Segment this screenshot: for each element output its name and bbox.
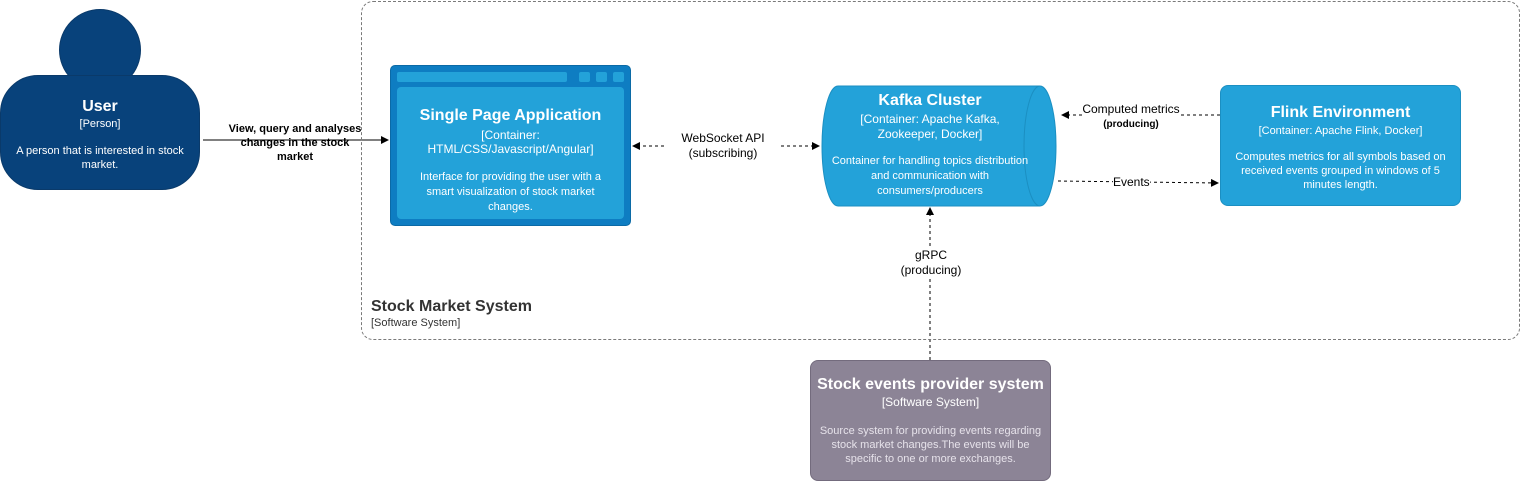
edge-label-computed-metrics: Computed metrics <box>1082 102 1180 117</box>
boundary-title: Stock Market System <box>371 298 532 315</box>
user-person-node[interactable]: User [Person] A person that is intereste… <box>0 75 200 190</box>
kafka-tech-line1: [Container: Apache Kafka, <box>860 112 1000 126</box>
user-type: [Person] <box>79 118 121 130</box>
browser-button-1 <box>579 72 590 82</box>
edge-label-subscribing: (subscribing) <box>688 146 758 160</box>
flink-description: Computes metrics for all symbols based o… <box>1235 151 1446 191</box>
kafka-description: Container for handling topics distributi… <box>831 155 1029 197</box>
flink-container-node[interactable]: Flink Environment [Container: Apache Fli… <box>1220 85 1461 206</box>
edge-label-grpc: gRPC <box>914 248 947 262</box>
provider-system-node[interactable]: Stock events provider system [Software S… <box>810 360 1051 481</box>
edge-label-flink-kafka: Computed metrics (producing) <box>1074 100 1188 132</box>
browser-button-2 <box>596 72 607 82</box>
edge-label-user-spa: View, query and analyses changes in the … <box>228 123 362 163</box>
edge-label-producing-metrics: (producing) <box>1103 119 1159 130</box>
flink-tech: [Container: Apache Flink, Docker] <box>1258 125 1423 137</box>
flink-title: Flink Environment <box>1270 104 1411 121</box>
kafka-title: Kafka Cluster <box>878 92 982 109</box>
user-title: User <box>82 98 118 115</box>
edge-label-spa-kafka: WebSocket API (subscribing) <box>668 131 778 161</box>
system-boundary <box>361 1 1520 340</box>
provider-title: Stock events provider system <box>817 376 1044 393</box>
spa-container-node[interactable]: Single Page Application [Container: HTML… <box>390 65 631 226</box>
edge-label-events: Events <box>1113 175 1150 190</box>
spa-description: Interface for providing the user with a … <box>420 171 601 213</box>
spa-content: Single Page Application [Container: HTML… <box>397 87 624 219</box>
browser-button-3 <box>613 72 624 82</box>
provider-type: [Software System] <box>881 395 980 409</box>
edge-label-websocket: WebSocket API <box>681 131 765 145</box>
boundary-type: [Software System] <box>371 317 461 329</box>
provider-description: Source system for providing events regar… <box>819 425 1042 465</box>
kafka-cylinder-shape <box>821 85 1057 207</box>
spa-tech: [Container: HTML/CSS/Javascript/Angular] <box>427 128 594 156</box>
kafka-tech-line2: Zookeeper, Docker] <box>877 127 983 141</box>
user-description: A person that is interested in stock mar… <box>16 145 184 171</box>
edge-label-producing-grpc: (producing) <box>900 263 962 277</box>
kafka-container-node[interactable]: Kafka Cluster [Container: Apache Kafka, … <box>822 86 1038 199</box>
browser-address-bar <box>397 72 567 82</box>
edge-label-provider-kafka: gRPC (producing) <box>890 248 972 278</box>
spa-title: Single Page Application <box>419 107 602 124</box>
